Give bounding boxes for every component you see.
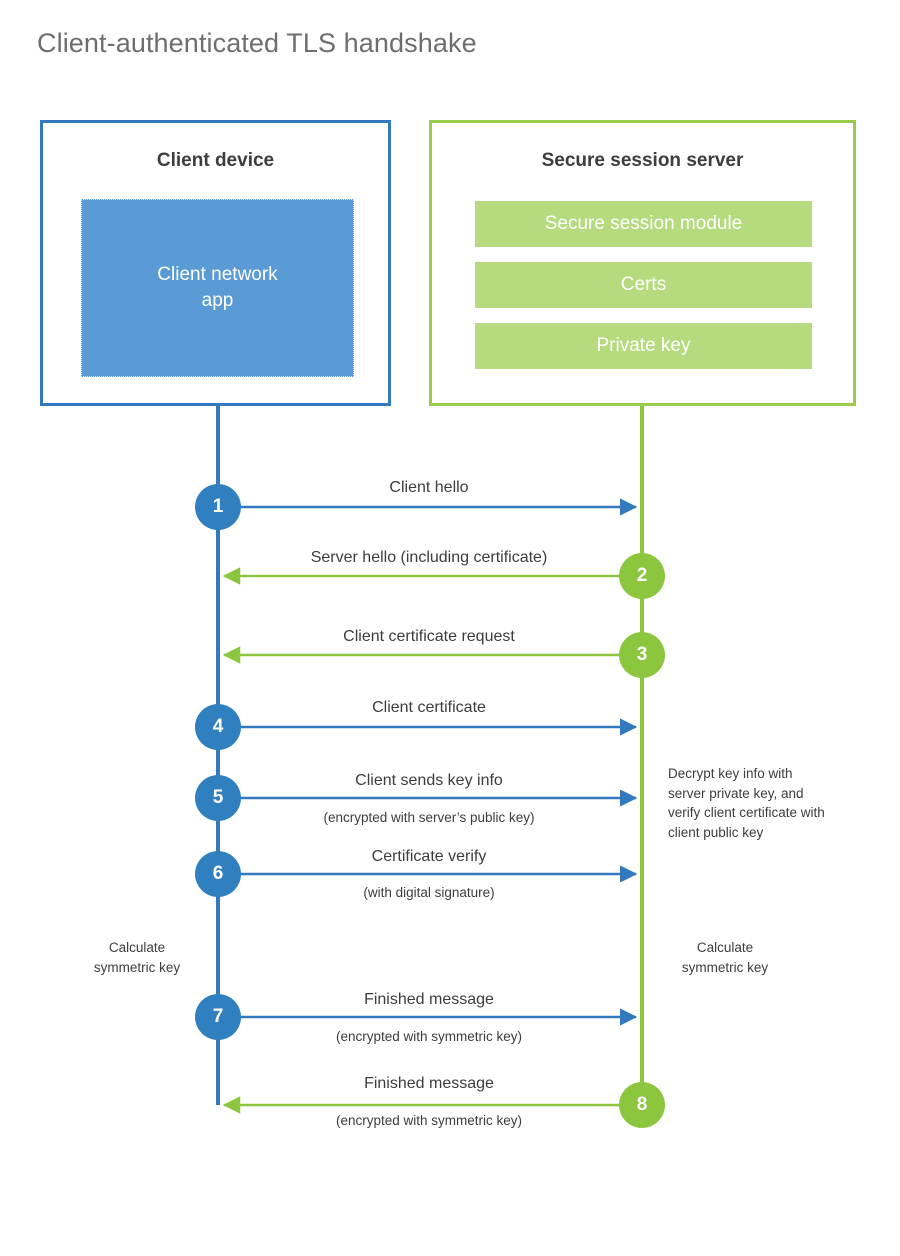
- step-badge-4[interactable]: 4: [195, 704, 241, 750]
- step-badge-8[interactable]: 8: [619, 1082, 665, 1128]
- step-badge-2[interactable]: 2: [619, 553, 665, 599]
- step-badge-1[interactable]: 1: [195, 484, 241, 530]
- server-component-certs: Certs: [475, 262, 812, 308]
- message-label-4: Client certificate: [372, 699, 486, 716]
- page-title: Client-authenticated TLS handshake: [37, 28, 477, 58]
- message-label-7: Finished message: [364, 991, 494, 1008]
- message-label-1: Client hello: [389, 479, 469, 496]
- message-label-2: Server hello (including certificate): [310, 549, 548, 566]
- step-badge-5[interactable]: 5: [195, 775, 241, 821]
- message-sublabel-7: (encrypted with symmetric key): [335, 1029, 523, 1044]
- server-component-private-key: Private key: [475, 323, 812, 369]
- message-label-5: Client sends key info: [355, 772, 503, 789]
- step-badge-3[interactable]: 3: [619, 632, 665, 678]
- secure-session-server-box: Secure session server Secure session mod…: [429, 120, 856, 406]
- secure-session-server-title: Secure session server: [541, 150, 744, 171]
- note-server-decrypt: Decrypt key info with server private key…: [668, 766, 825, 840]
- server-component-list: Secure session module Certs Private key: [475, 201, 812, 369]
- step-badge-6[interactable]: 6: [195, 851, 241, 897]
- message-sublabel-5: (encrypted with server’s public key): [323, 810, 535, 825]
- message-sublabel-8: (encrypted with symmetric key): [335, 1113, 523, 1128]
- step-badge-7[interactable]: 7: [195, 994, 241, 1040]
- message-label-8: Finished message: [364, 1075, 494, 1092]
- server-component-secure-session-module: Secure session module: [475, 201, 812, 247]
- message-label-3: Client certificate request: [343, 628, 515, 645]
- message-sublabel-6: (with digital signature): [363, 885, 495, 900]
- client-device-title: Client device: [156, 150, 275, 171]
- message-label-6: Certificate verify: [371, 848, 487, 865]
